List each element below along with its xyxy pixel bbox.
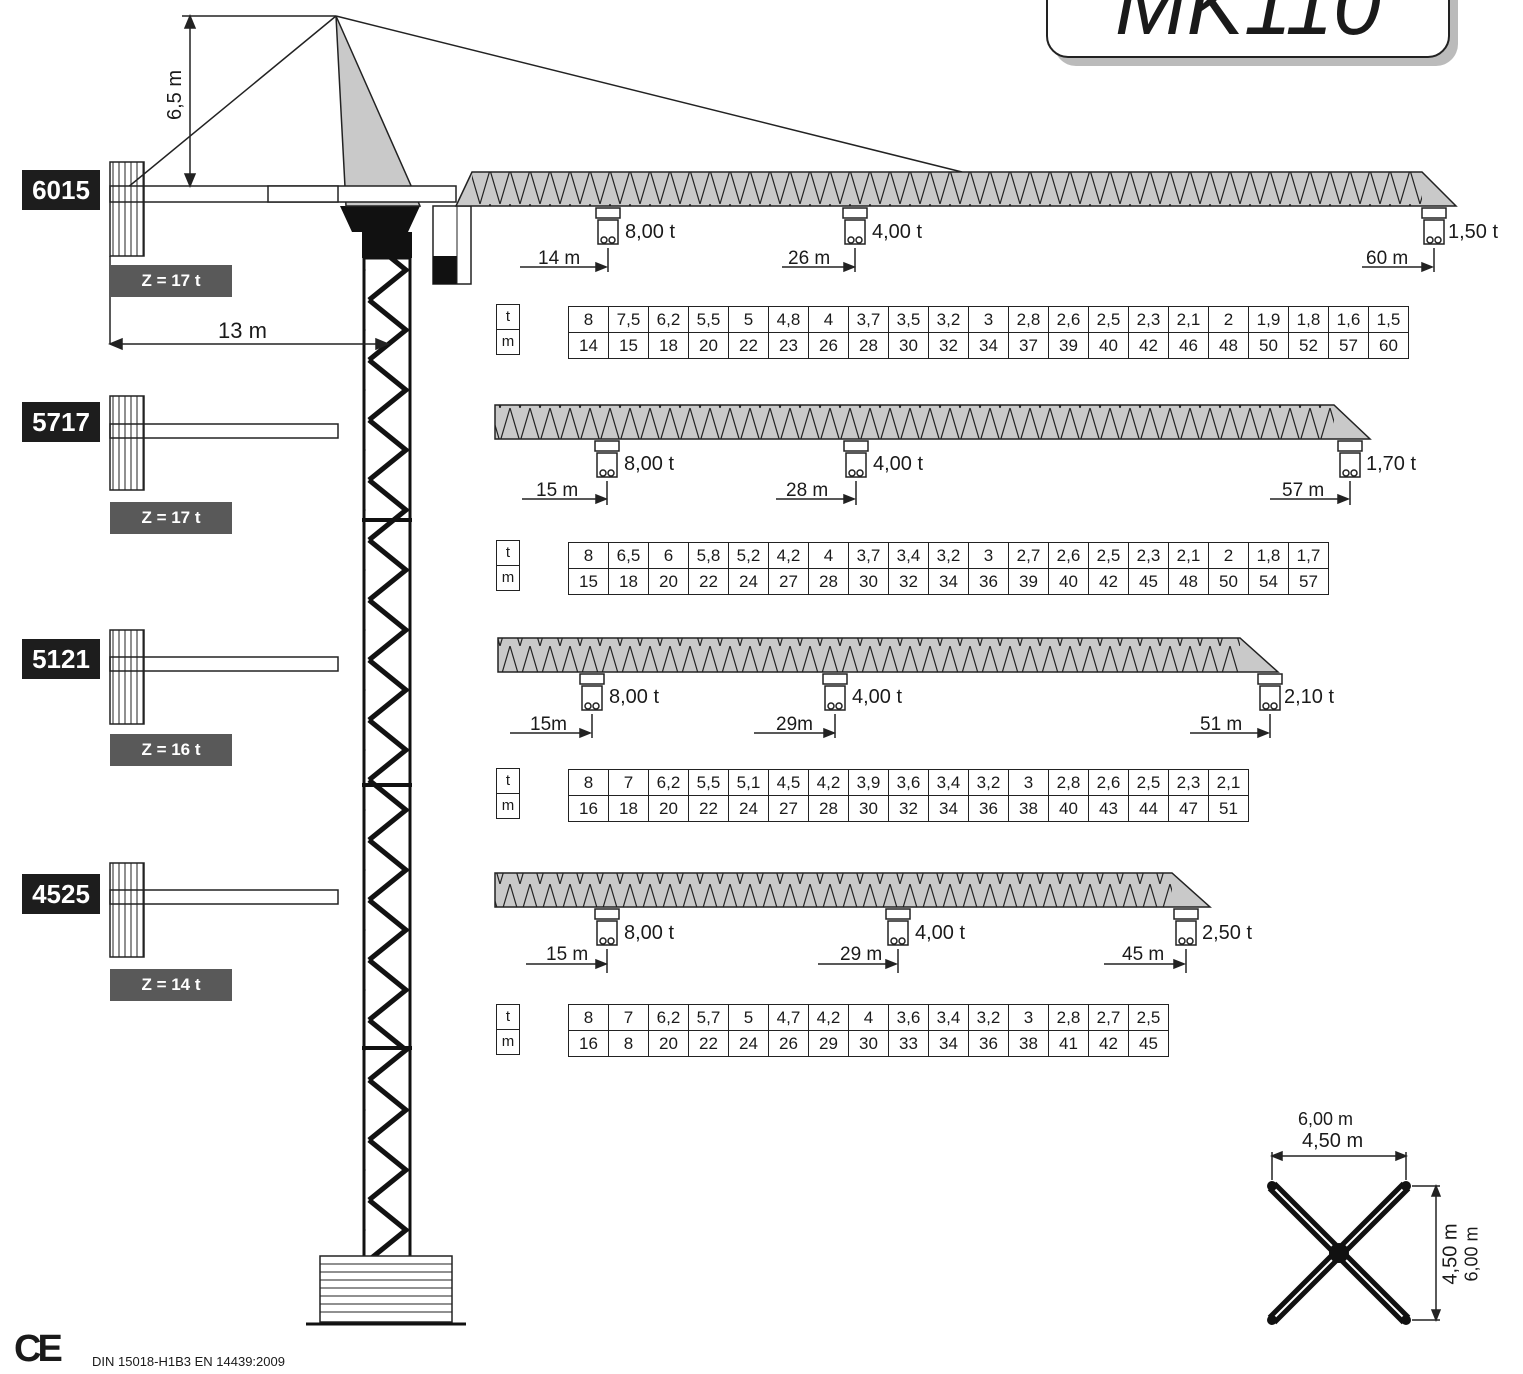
height-dimension: 6,5 m xyxy=(164,69,187,121)
trolley-markers xyxy=(579,207,1447,973)
radius-6015-2: 26 m xyxy=(788,248,831,269)
footprint-inner-width: 4,50 m xyxy=(1302,1130,1364,1152)
ce-mark: CE xyxy=(14,1328,63,1370)
footprint-side-inner: 4,50 m xyxy=(1439,1223,1462,1285)
config-label-5121: 5121 xyxy=(22,639,100,679)
load-5717-3: 1,70 t xyxy=(1366,453,1417,475)
footprint-base xyxy=(1267,1150,1442,1325)
config-label-6015: 6015 xyxy=(22,170,100,210)
standards-text: DIN 15018-H1B3 EN 14439:2009 xyxy=(92,1354,285,1369)
load-4525-1: 8,00 t xyxy=(624,922,675,944)
radius-5121-2: 29m xyxy=(776,714,813,735)
radius-6015-3: 60 m xyxy=(1366,248,1409,269)
radius-5717-3: 57 m xyxy=(1282,480,1325,501)
radius-5121-1: 15m xyxy=(530,714,567,735)
load-4525-3: 2,50 t xyxy=(1202,922,1253,944)
ballast-4525: Z = 14 t xyxy=(110,969,232,1001)
load-4525-2: 4,00 t xyxy=(915,922,966,944)
ballast-5121: Z = 16 t xyxy=(110,734,232,766)
base-ballast xyxy=(306,1255,466,1326)
load-6015-3: 1,50 t xyxy=(1448,221,1499,243)
tower-mast xyxy=(362,256,412,1326)
config-label-5717: 5717 xyxy=(22,402,100,442)
model-badge: MK110 xyxy=(1046,0,1450,58)
load-6015-1: 8,00 t xyxy=(625,221,676,243)
radius-4525-1: 15 m xyxy=(546,944,589,965)
radius-5717-2: 28 m xyxy=(786,480,829,501)
counter-jib-dimension: 13 m xyxy=(218,318,267,343)
counter-jib-4525 xyxy=(109,862,339,958)
radius-6015-1: 14 m xyxy=(538,248,581,269)
ballast-5717: Z = 17 t xyxy=(110,502,232,534)
ballast-6015: Z = 17 t xyxy=(110,265,232,297)
slewing-unit xyxy=(340,206,420,232)
load-5717-1: 8,00 t xyxy=(624,453,675,475)
load-6015-2: 4,00 t xyxy=(872,221,923,243)
counter-jib-5121 xyxy=(109,629,339,725)
footprint-outer-width: 6,00 m xyxy=(1298,1109,1354,1129)
load-5121-1: 8,00 t xyxy=(609,686,660,708)
radius-4525-2: 29 m xyxy=(840,944,883,965)
radius-4525-3: 45 m xyxy=(1122,944,1165,965)
config-label-4525: 4525 xyxy=(22,874,100,914)
load-5121-2: 4,00 t xyxy=(852,686,903,708)
load-5121-3: 2,10 t xyxy=(1284,686,1335,708)
radius-arrows xyxy=(510,261,1435,970)
footprint-side-outer: 6,00 m xyxy=(1461,1226,1482,1282)
radius-5121-3: 51 m xyxy=(1200,714,1243,735)
load-5717-2: 4,00 t xyxy=(873,453,924,475)
tower-peak xyxy=(335,15,422,207)
radius-5717-1: 15 m xyxy=(536,480,579,501)
counter-jib-5717 xyxy=(109,395,339,491)
